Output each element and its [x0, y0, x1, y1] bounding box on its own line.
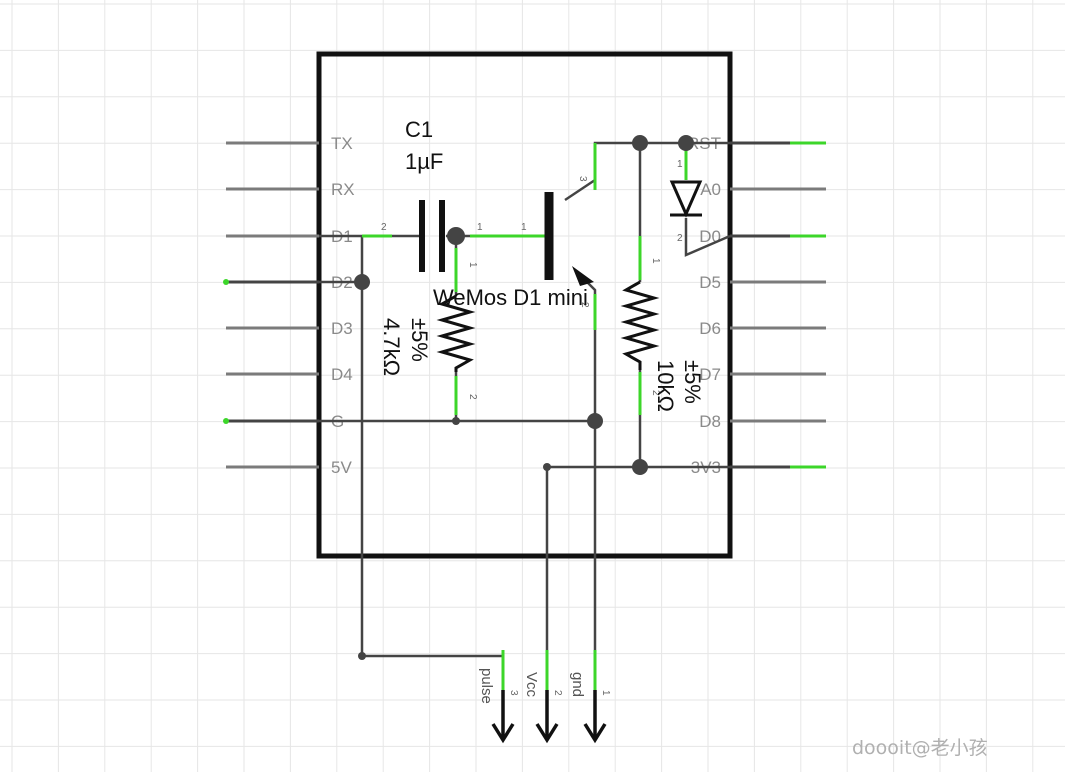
resistor2-value: 10kΩ: [653, 360, 678, 412]
junction-pulse: [358, 652, 366, 660]
pin-g-end: [223, 418, 229, 424]
junction-vcc: [543, 463, 551, 471]
junction-r1-gnd: [452, 417, 460, 425]
diode-triangle: [669, 180, 703, 218]
connector-pin-gnd: 1: [600, 690, 611, 696]
left-pin-labels: TX RX D1 D2 D3 D4 G 5V: [331, 134, 355, 477]
board-name: WeMos D1 mini: [433, 285, 588, 310]
pin-label-d7: D7: [699, 365, 721, 384]
transistor-pin-e-num: 2: [579, 302, 590, 308]
capacitor-pin-b-num: 1: [477, 222, 483, 233]
resistor1-pin-b-num: 2: [467, 394, 478, 400]
transistor-pin-c-num: 3: [577, 176, 588, 182]
pin-label-d5: D5: [699, 273, 721, 292]
connector-label-vcc: Vcc: [523, 672, 540, 698]
connector-pin-pulse: 3: [508, 690, 519, 696]
pin-label-d4: D4: [331, 365, 353, 384]
connector-pin-vcc: 2: [552, 690, 563, 696]
connector-arrows: [491, 690, 607, 744]
resistor1-zigzag: [436, 294, 476, 372]
capacitor-name: C1: [405, 117, 433, 142]
resistor2-pin-a-num: 1: [650, 258, 661, 264]
resistor2-tolerance: ±5%: [680, 360, 705, 404]
pin-d2-end: [223, 279, 229, 285]
diode-symbol: [669, 180, 703, 218]
junction-gnd: [587, 413, 603, 429]
pin-label-d6: D6: [699, 319, 721, 338]
capacitor-value: 1µF: [405, 149, 443, 174]
board-outline: [316, 51, 733, 559]
pin-label-tx: TX: [331, 134, 353, 153]
transistor-symbol: [544, 192, 594, 286]
diode-pin-a-num: 1: [677, 159, 683, 170]
resistor1-tolerance: ±5%: [407, 318, 432, 362]
wire-diode-d0: [684, 218, 731, 257]
resistor2-pin-b-num: 2: [650, 390, 661, 396]
resistor2-zigzag: [620, 280, 660, 370]
wire-emitter-gnd: [579, 274, 597, 712]
junction-d2: [354, 274, 370, 290]
pin-label-d0: D0: [699, 227, 721, 246]
diode-pin-k-num: 2: [677, 233, 683, 244]
capacitor-symbol: [419, 200, 445, 272]
pin-label-a0: A0: [700, 180, 721, 199]
junction-rst: [632, 135, 648, 151]
capacitor-pin-a-num: 2: [381, 222, 387, 233]
connector-label-gnd: gnd: [569, 672, 586, 697]
green-endpoints: [362, 143, 688, 690]
junction-diode: [678, 135, 694, 151]
pin-label-d8: D8: [699, 412, 721, 431]
resistor1-value: 4.7kΩ: [379, 318, 404, 376]
pin-label-rx: RX: [331, 180, 355, 199]
resistor1-pin-a-num: 1: [467, 262, 478, 268]
junction-3v3: [632, 459, 648, 475]
pin-label-d3: D3: [331, 319, 353, 338]
connector-label-pulse: pulse: [478, 668, 495, 704]
pin-label-5v: 5V: [331, 458, 352, 477]
right-pin-labels: RST A0 D0 D5 D6 D7 D8 3V3: [687, 134, 721, 477]
watermark: doooit@老小孩: [852, 737, 988, 759]
transistor-pin-b-num: 1: [521, 222, 527, 233]
transistor-emitter-arrow: [572, 266, 594, 286]
left-pin-group: [223, 141, 319, 469]
junction-cap-base: [447, 227, 465, 245]
right-pin-group: [730, 141, 826, 469]
junction-dots: [354, 135, 694, 660]
